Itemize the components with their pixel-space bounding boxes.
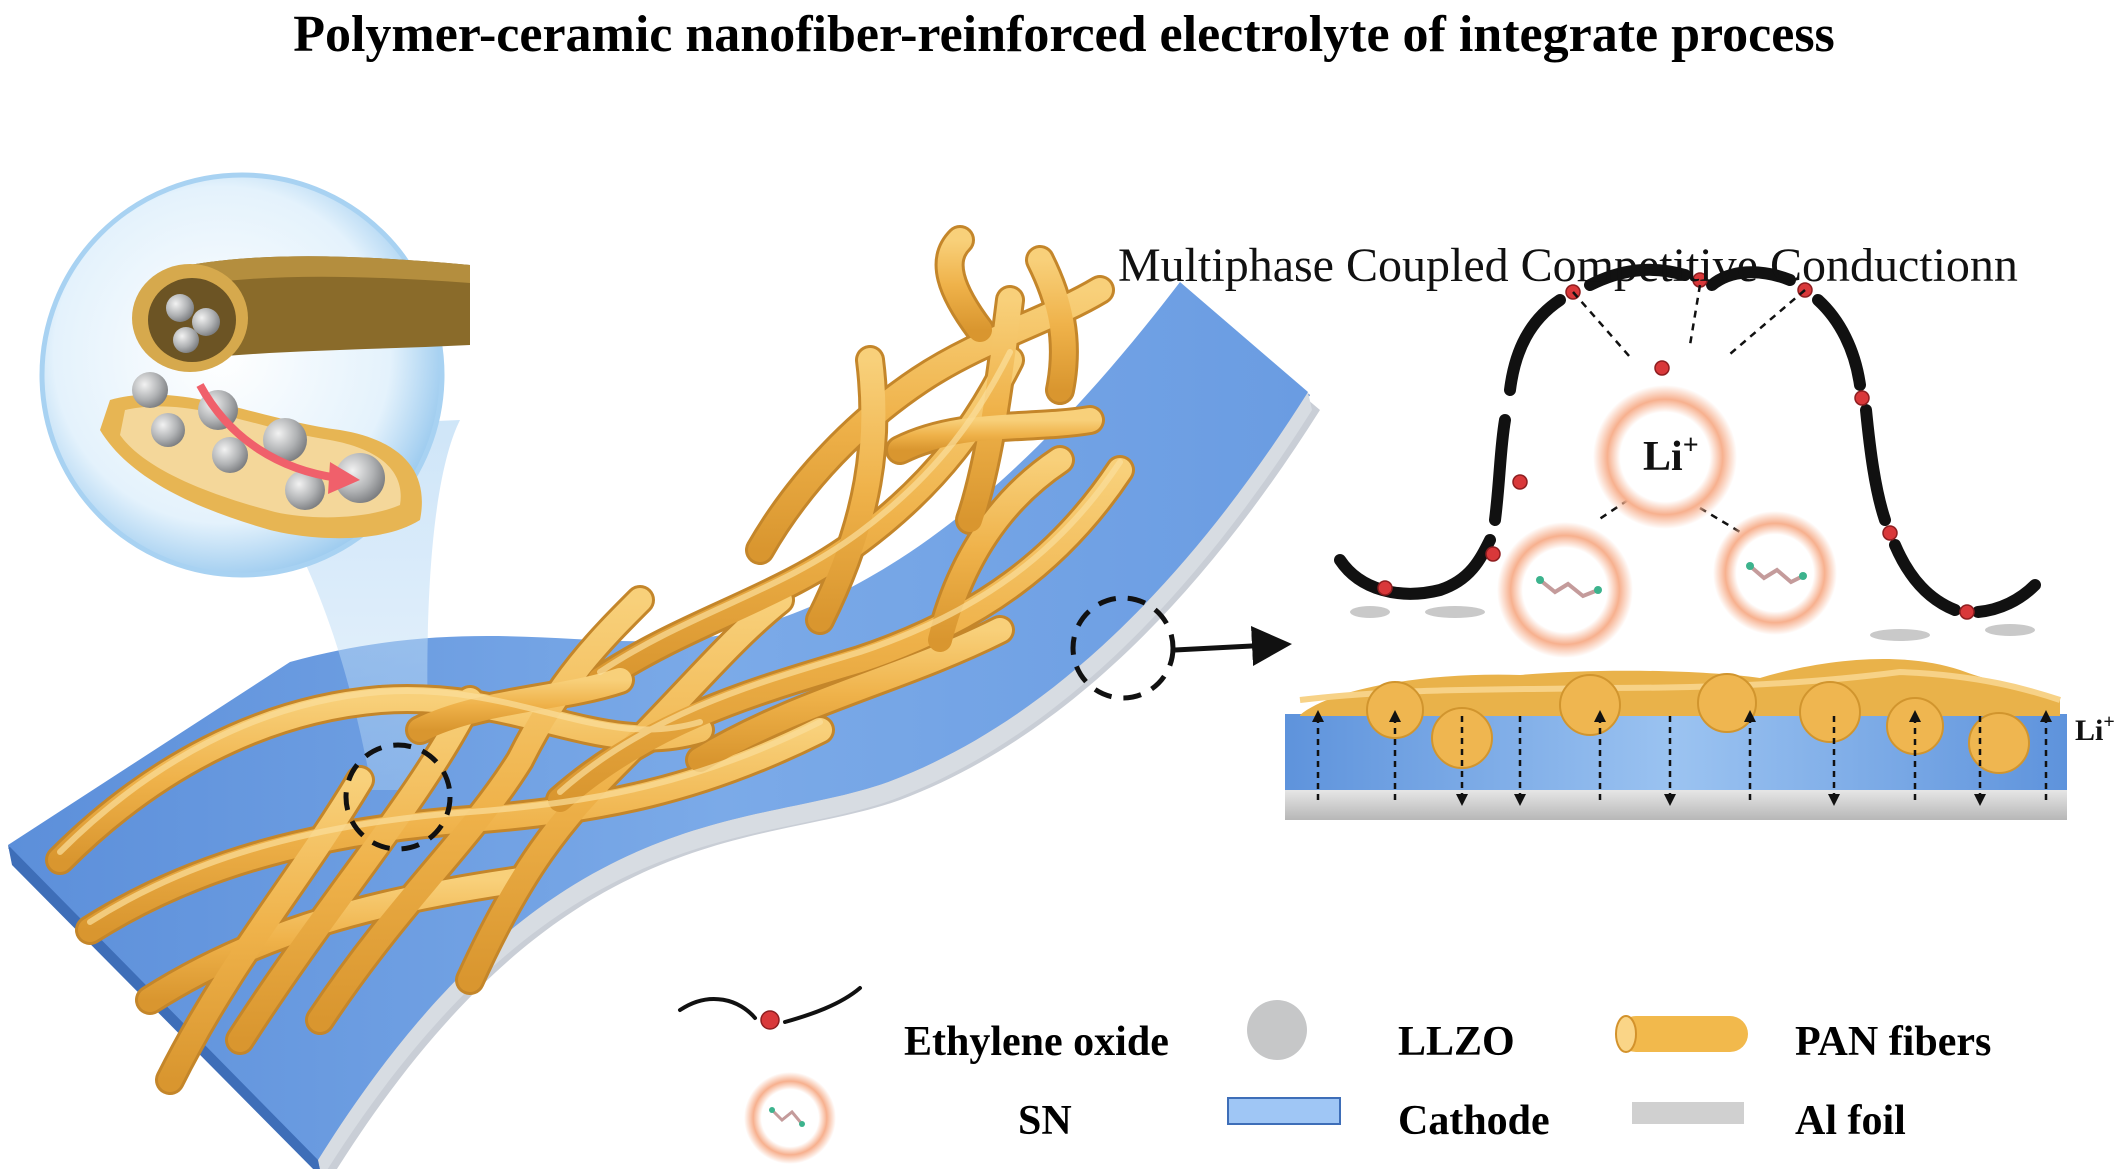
li-ion-glow (1593, 385, 1737, 529)
zoom-circle-left (343, 742, 453, 852)
glowing-molecule-icon (744, 1072, 836, 1164)
legend-icons (678, 986, 1748, 1164)
gray-rectangle-icon (1632, 1102, 1744, 1124)
mechanism-diagram: Li+ (1334, 263, 2041, 658)
zoom-circle-right (1070, 595, 1176, 701)
legend-label-pan-fibers: PAN fibers (1795, 1019, 1992, 1065)
electrode-interface: Li+ (1285, 658, 2115, 820)
sn-molecule-right (1713, 511, 1837, 635)
figure-title: Polymer-ceramic nanofiber-reinforced ele… (293, 6, 1835, 63)
yellow-cylinder-icon (1615, 1015, 1748, 1053)
magnifier-bubble (39, 172, 470, 578)
legend-label-cathode: Cathode (1398, 1098, 1550, 1144)
blue-rectangle-icon (1227, 1097, 1341, 1125)
interface-li-label: Li+ (2075, 711, 2115, 747)
legend-label-llzo: LLZO (1398, 1019, 1515, 1065)
legend-label-sn: SN (1018, 1098, 1072, 1144)
polymer-chain-icon (678, 986, 862, 1030)
zoom-arrow (1174, 626, 1292, 667)
mechanism-title: Multiphase Coupled Competitive Conductio… (1118, 239, 2018, 292)
sn-molecule-left (1497, 522, 1633, 658)
pan-fiber-network (45, 225, 1135, 1095)
legend-label-ethylene-oxide: Ethylene oxide (904, 1019, 1169, 1065)
gray-sphere-icon (1247, 1000, 1307, 1060)
li-ion-label: Li+ (1643, 430, 1699, 480)
legend-label-al-foil: Al foil (1795, 1098, 1906, 1144)
